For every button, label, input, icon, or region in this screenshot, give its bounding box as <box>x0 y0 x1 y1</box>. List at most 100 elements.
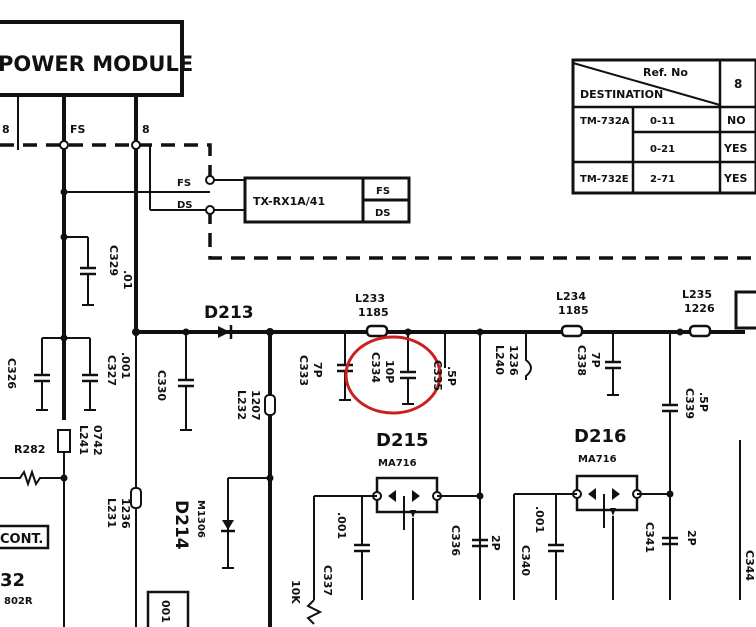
diode-d216: D216 MA716 <box>513 426 674 600</box>
svg-text:CONT.: CONT. <box>0 532 43 547</box>
inductor-l241: L241 0742 <box>77 425 104 456</box>
capacitor-c335: C335 .5P <box>431 332 458 391</box>
tx-rx-block: FS DS TX-RX1A/41 FS DS <box>177 175 411 224</box>
svg-text:C344: C344 <box>743 550 756 581</box>
svg-text:001: 001 <box>159 600 172 623</box>
transistor-number: 32 <box>0 570 25 591</box>
table-ref-header: Ref. No <box>643 66 688 79</box>
tx-rx-pin-ds: DS <box>177 200 193 211</box>
svg-text:2P: 2P <box>489 535 502 551</box>
svg-text:1226: 1226 <box>684 302 715 315</box>
svg-text:L235: L235 <box>682 288 712 301</box>
svg-text:7P: 7P <box>311 362 324 378</box>
svg-text:C330: C330 <box>155 370 168 401</box>
capacitor-c326: C326 <box>5 334 68 411</box>
svg-text:C327: C327 <box>105 355 118 386</box>
svg-text:C341: C341 <box>643 522 656 553</box>
tx-rx-port-fs: FS <box>376 186 390 197</box>
capacitor-c341: C341 2P <box>643 522 698 553</box>
svg-text:C340: C340 <box>519 545 532 576</box>
svg-text:L231: L231 <box>105 498 118 528</box>
svg-text:C337: C337 <box>321 565 334 596</box>
svg-text:1236: 1236 <box>507 345 520 376</box>
diode-d213: D213 <box>204 303 254 339</box>
svg-text:L232: L232 <box>235 390 248 420</box>
svg-text:D216: D216 <box>574 426 627 447</box>
main-bus <box>132 290 756 336</box>
svg-text:.001: .001 <box>119 352 132 379</box>
capacitor-c340: C340 .001 <box>519 494 564 600</box>
table-row-ref: 2-71 <box>650 174 675 185</box>
svg-text:.5P: .5P <box>445 366 458 386</box>
dashed-bus <box>0 140 756 260</box>
svg-text:D215: D215 <box>376 430 429 451</box>
tx-rx-port-ds: DS <box>375 208 391 219</box>
svg-text:C338: C338 <box>575 345 588 376</box>
inductor-l233: L233 1185 <box>355 292 389 338</box>
svg-text:L233: L233 <box>355 292 385 305</box>
diode-d214: D214 M1306 <box>171 474 274 569</box>
cont-label: CONT. <box>0 524 50 550</box>
svg-text:L234: L234 <box>556 290 586 303</box>
inductor-l235: L235 1226 <box>682 288 715 338</box>
power-module-title: POWER MODULE <box>0 52 193 76</box>
table-row-ref: 0-21 <box>650 144 675 155</box>
svg-text:M1306: M1306 <box>195 500 206 538</box>
diode-d215: D215 MA716 <box>313 430 484 600</box>
resistor-r282: R282 <box>0 429 71 627</box>
svg-text:C326: C326 <box>5 358 18 389</box>
capacitor-c330: C330 <box>155 332 194 431</box>
svg-text:.01: .01 <box>121 270 134 290</box>
svg-text:10P: 10P <box>383 360 396 383</box>
power-module-pin-gnd: 8 <box>142 123 150 136</box>
table-destination-header: DESTINATION <box>580 88 663 101</box>
power-module-pin-left: 8 <box>2 123 10 136</box>
table-row-val: YES <box>723 142 747 155</box>
destination-table: Ref. No DESTINATION 8 TM-732A 0-11 NO 0-… <box>571 58 756 195</box>
inductor-l231: L231 1236 <box>105 332 142 627</box>
capacitor-c329: C329 .01 <box>60 233 134 306</box>
transistor-value: 802R <box>4 596 33 607</box>
table-row-val: NO <box>727 114 746 127</box>
d213-label: D213 <box>204 303 254 323</box>
svg-text:C336: C336 <box>449 525 462 556</box>
capacitor-c334: C334 10P <box>369 328 416 405</box>
inductor-l240: L240 1236 <box>479 332 532 600</box>
svg-text:C335: C335 <box>431 360 444 391</box>
capacitor-c327: C327 .001 <box>64 337 132 411</box>
svg-text:1236: 1236 <box>119 498 132 529</box>
capacitor-c344: C344 <box>739 440 756 600</box>
capacitor-c339: C339 .5P <box>662 332 710 600</box>
tx-rx-pin-fs: FS <box>177 178 191 189</box>
bottom-box: 001 <box>146 590 190 627</box>
svg-text:C334: C334 <box>369 352 382 383</box>
capacitor-c337: C337 .001 <box>321 496 370 600</box>
svg-text:L240: L240 <box>493 345 506 375</box>
svg-text:MA716: MA716 <box>378 458 417 469</box>
capacitor-c336: C336 2P <box>449 525 502 556</box>
table-col-header: 8 <box>734 77 742 91</box>
svg-text:L241: L241 <box>77 425 90 455</box>
highlight-circle-c334 <box>344 335 442 415</box>
power-module-pin-fs: FS <box>70 123 86 136</box>
power-module: POWER MODULE 8 FS 8 <box>0 20 193 420</box>
svg-text:R282: R282 <box>14 443 45 456</box>
svg-text:MA716: MA716 <box>578 454 617 465</box>
table-row-model: TM-732A <box>580 116 630 127</box>
inductor-l234: L234 1185 <box>556 290 589 338</box>
svg-text:C339: C339 <box>683 388 696 419</box>
capacitor-c333: C333 7P <box>297 332 353 401</box>
svg-text:D214: D214 <box>171 500 191 550</box>
inductor-l232: L232 1207 <box>235 332 276 627</box>
svg-text:1185: 1185 <box>558 304 589 317</box>
table-row-model: TM-732E <box>580 174 629 185</box>
table-row-val: YES <box>723 172 747 185</box>
resistor-10k: 10K <box>289 580 323 625</box>
svg-text:0742: 0742 <box>91 425 104 456</box>
svg-text:10K: 10K <box>289 580 302 604</box>
svg-text:2P: 2P <box>685 530 698 546</box>
svg-text:1185: 1185 <box>358 306 389 319</box>
svg-text:C333: C333 <box>297 355 310 386</box>
svg-text:.001: .001 <box>335 512 348 539</box>
